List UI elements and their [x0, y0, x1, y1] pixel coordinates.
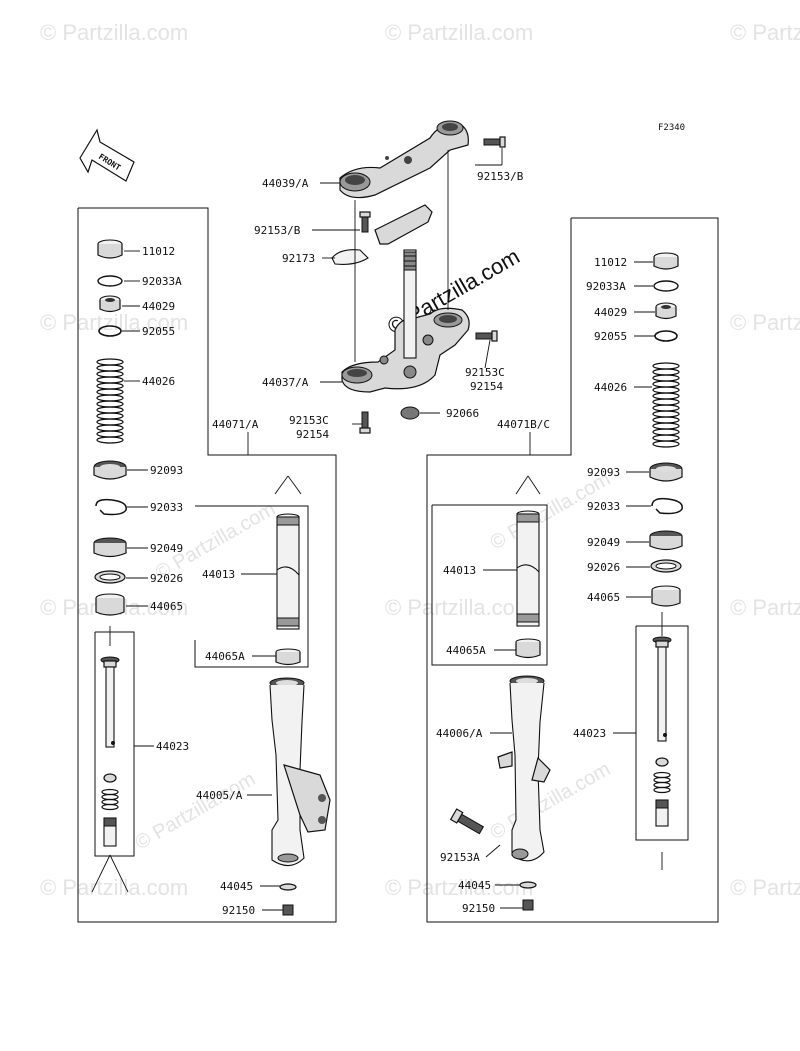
watermark: © Partzilla.com: [40, 310, 188, 335]
front-arrow-icon: FRONT: [79, 128, 135, 182]
watermark: © Partzilla.com: [385, 595, 533, 620]
part-label-44026[interactable]: 44026: [594, 381, 627, 394]
part-label-44065[interactable]: 44065: [150, 600, 183, 613]
part-label-92153c[interactable]: 92153C: [465, 366, 505, 379]
watermark: © Partzilla.com: [40, 20, 188, 45]
part-label-44013[interactable]: 44013: [443, 564, 476, 577]
watermark: © Partzilla.com: [40, 875, 188, 900]
part-label-92093[interactable]: 92093: [587, 466, 620, 479]
watermark: © Partzilla.com: [730, 875, 800, 900]
part-label-44013[interactable]: 44013: [202, 568, 235, 581]
watermark: © Partzilla.com: [132, 768, 260, 854]
part-label-44023[interactable]: 44023: [156, 740, 189, 753]
left-assembly-outline: [77, 207, 337, 923]
part-label-44071bc[interactable]: 44071B/C: [497, 418, 550, 431]
part-label-92049[interactable]: 92049: [150, 542, 183, 555]
part-label-11012[interactable]: 11012: [142, 245, 175, 258]
watermark: © Partzilla.com: [730, 310, 800, 335]
part-label-44037a[interactable]: 44037/A: [262, 376, 309, 389]
part-label-92154[interactable]: 92154: [470, 380, 503, 393]
part-label-11012[interactable]: 11012: [594, 256, 627, 269]
left-fork-parts: [91, 239, 129, 893]
part-label-92033[interactable]: 92033: [150, 501, 183, 514]
watermark: © Partzilla.com: [730, 595, 800, 620]
part-label-92055[interactable]: 92055: [142, 325, 175, 338]
part-label-92055[interactable]: 92055: [594, 330, 627, 343]
part-label-92153b[interactable]: 92153/B: [254, 224, 301, 237]
upper-bracket-44039: [339, 120, 469, 199]
watermark: © Partzilla.com: [385, 20, 533, 45]
part-label-44006a[interactable]: 44006/A: [436, 727, 483, 740]
part-label-44029[interactable]: 44029: [594, 306, 627, 319]
part-label-44065[interactable]: 44065: [587, 591, 620, 604]
right-leaders: [483, 261, 655, 909]
bracket-plate-92173: [331, 204, 433, 265]
top-leaders: [312, 148, 503, 425]
part-label-44071a[interactable]: 44071/A: [212, 418, 259, 431]
part-label-92033[interactable]: 92033: [587, 500, 620, 513]
bolts-top: [359, 136, 506, 434]
right-assembly-outline: [426, 217, 719, 923]
part-label-44045[interactable]: 44045: [458, 879, 491, 892]
part-label-44045[interactable]: 44045: [220, 880, 253, 893]
part-label-92153b[interactable]: 92153/B: [477, 170, 524, 183]
part-label-44023[interactable]: 44023: [573, 727, 606, 740]
steering-stem: [403, 249, 417, 359]
watermark: © Partzilla.com: [385, 875, 533, 900]
part-label-92026[interactable]: 92026: [150, 572, 183, 585]
watermark: © Partzilla.com: [730, 20, 800, 45]
part-label-44065a[interactable]: 44065A: [446, 644, 486, 657]
part-label-92093[interactable]: 92093: [150, 464, 183, 477]
part-label-44029[interactable]: 44029: [142, 300, 175, 313]
part-label-92049[interactable]: 92049: [587, 536, 620, 549]
part-label-92066[interactable]: 92066: [446, 407, 479, 420]
left-leaders: [122, 250, 283, 911]
figure-id: F2340: [658, 123, 685, 133]
part-label-92033a[interactable]: 92033A: [586, 280, 626, 293]
part-label-44005a[interactable]: 44005/A: [196, 789, 243, 802]
watermark: © Partzilla.com: [487, 758, 615, 844]
part-label-44039a[interactable]: 44039/A: [262, 177, 309, 190]
right-fork-parts: [649, 252, 683, 870]
part-label-92153a[interactable]: 92153A: [440, 851, 480, 864]
part-label-92026[interactable]: 92026: [587, 561, 620, 574]
part-label-44065a[interactable]: 44065A: [205, 650, 245, 663]
part-label-92150[interactable]: 92150: [222, 904, 255, 917]
part-label-44026[interactable]: 44026: [142, 375, 175, 388]
part-label-92153c[interactable]: 92153C: [289, 414, 329, 427]
part-label-92150[interactable]: 92150: [462, 902, 495, 915]
right-inner-tube-44013: [449, 475, 551, 911]
part-label-92033a[interactable]: 92033A: [142, 275, 182, 288]
left-inner-tube-44013: [269, 475, 331, 916]
part-label-92173[interactable]: 92173: [282, 252, 315, 265]
part-label-92154[interactable]: 92154: [296, 428, 329, 441]
